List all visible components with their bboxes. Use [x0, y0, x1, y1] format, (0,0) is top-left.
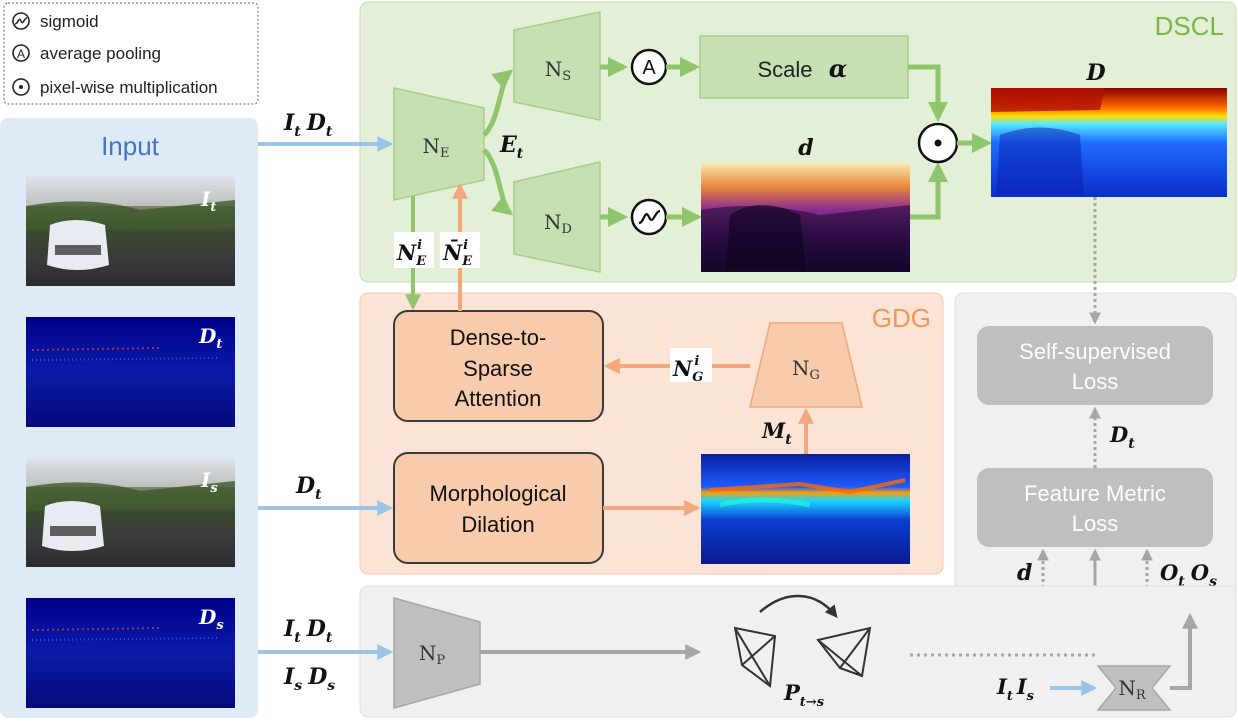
image-is-label: Is [200, 468, 218, 496]
ns-label: NS [545, 57, 571, 84]
ssl-line1: Self-supervised [1019, 339, 1171, 364]
legend-sigmoid-label: sigmoid [40, 12, 99, 31]
arrow-scale-to-mult [908, 64, 948, 122]
d-loss-label: d [1017, 560, 1032, 586]
avg-pool-icon-letter: A [17, 47, 25, 61]
pixel-multiplication-op-icon [917, 122, 959, 164]
guidance-ng: NG [749, 322, 863, 408]
image-ds-label: Ds [198, 605, 224, 633]
image-it: It [26, 176, 235, 286]
reconstruction-net-nr: NR [1096, 665, 1172, 711]
dtsa-line1: Dense-to- [450, 325, 547, 350]
feature-metric-loss-box: Feature Metric Loss [977, 468, 1213, 547]
avg-pool-op-letter: A [642, 57, 656, 79]
gdg-panel: GDG Dense-to- Sparse Attention Morpholog… [359, 292, 944, 575]
average-pooling-icon: A [12, 44, 30, 62]
sigmoid-op-icon [630, 198, 668, 236]
decoder-nd: ND [513, 161, 601, 273]
et-label: Et [499, 132, 524, 162]
ng-i-bg [670, 348, 712, 382]
sigmoid-icon [12, 12, 30, 30]
dense-to-sparse-attention-box: Dense-to- Sparse Attention [393, 310, 604, 422]
dt-loss-label: Dt [1109, 422, 1135, 452]
image-dt: Dt [26, 317, 235, 427]
dscl-title: DSCL [1155, 11, 1224, 41]
arrow-pose-transform [759, 594, 838, 618]
np-label: NP [419, 641, 446, 668]
legend-box [3, 2, 259, 105]
d-small-label: d [798, 135, 813, 161]
fml-line2: Loss [1072, 511, 1118, 536]
camera-target-icon [816, 626, 872, 678]
image-it-label: It [200, 187, 216, 215]
ne-i-bg [394, 232, 434, 268]
nr-label: NR [1118, 676, 1147, 703]
image-ds: Ds [26, 598, 235, 708]
ne-label: NE [423, 134, 450, 161]
scale-text: Scale [757, 57, 812, 82]
arrow-ne-to-nd [482, 148, 514, 216]
nd-label: ND [544, 210, 572, 237]
image-d-relative-depth [701, 163, 910, 272]
arrow-d-to-mult [910, 162, 948, 220]
fml-line1: Feature Metric [1024, 481, 1166, 506]
ne-bar-i-label: N̄Ei [442, 238, 473, 269]
image-dilated-depth [701, 454, 910, 564]
mt-label: Mt [761, 418, 792, 448]
input-panel: Input It Dt Is [0, 118, 258, 718]
camera-source-icon [733, 626, 777, 688]
scale-box: Scale α [699, 35, 909, 99]
image-dt-label: Dt [198, 324, 222, 352]
ng-i-label: NGi [672, 354, 703, 385]
input-mid-label: Dt [295, 473, 322, 503]
image-is: Is [26, 457, 235, 567]
dtsa-line3: Attention [455, 386, 542, 411]
arrow-ne-to-ns [482, 69, 514, 137]
decoder-ns: NS [513, 11, 601, 121]
encoder-ne: NE [393, 87, 485, 201]
dscl-panel: DSCL NE NS ND Et A Scale [359, 1, 1237, 283]
morph-line1: Morphological [430, 481, 567, 506]
legend-pixel-mult-label: pixel-wise multiplication [40, 78, 218, 97]
pose-net-np: NP [393, 597, 481, 709]
arrow-nr-to-fml [1170, 612, 1198, 690]
legend: sigmoid A average pooling pixel-wise mul… [3, 2, 259, 105]
ne-bar-i-bg [440, 232, 480, 268]
image-D-scaled-depth [991, 88, 1227, 197]
morphological-dilation-box: Morphological Dilation [393, 452, 604, 564]
legend-avg-pool-label: average pooling [40, 44, 161, 63]
pose-label: Pt→s [783, 680, 825, 710]
input-title: Input [101, 131, 160, 161]
ne-i-label: NEi [396, 238, 427, 269]
gdg-title: GDG [872, 303, 931, 333]
scale-alpha: α [829, 54, 847, 83]
dtsa-line2: Sparse [463, 356, 533, 381]
morph-line2: Dilation [461, 512, 534, 537]
ssl-line2: Loss [1072, 369, 1118, 394]
average-pooling-op-icon: A [630, 48, 668, 86]
ng-label: NG [792, 356, 820, 383]
self-supervised-loss-box: Self-supervised Loss [977, 326, 1213, 405]
pixel-multiplication-icon [12, 78, 30, 96]
d-big-label: D [1085, 60, 1105, 86]
